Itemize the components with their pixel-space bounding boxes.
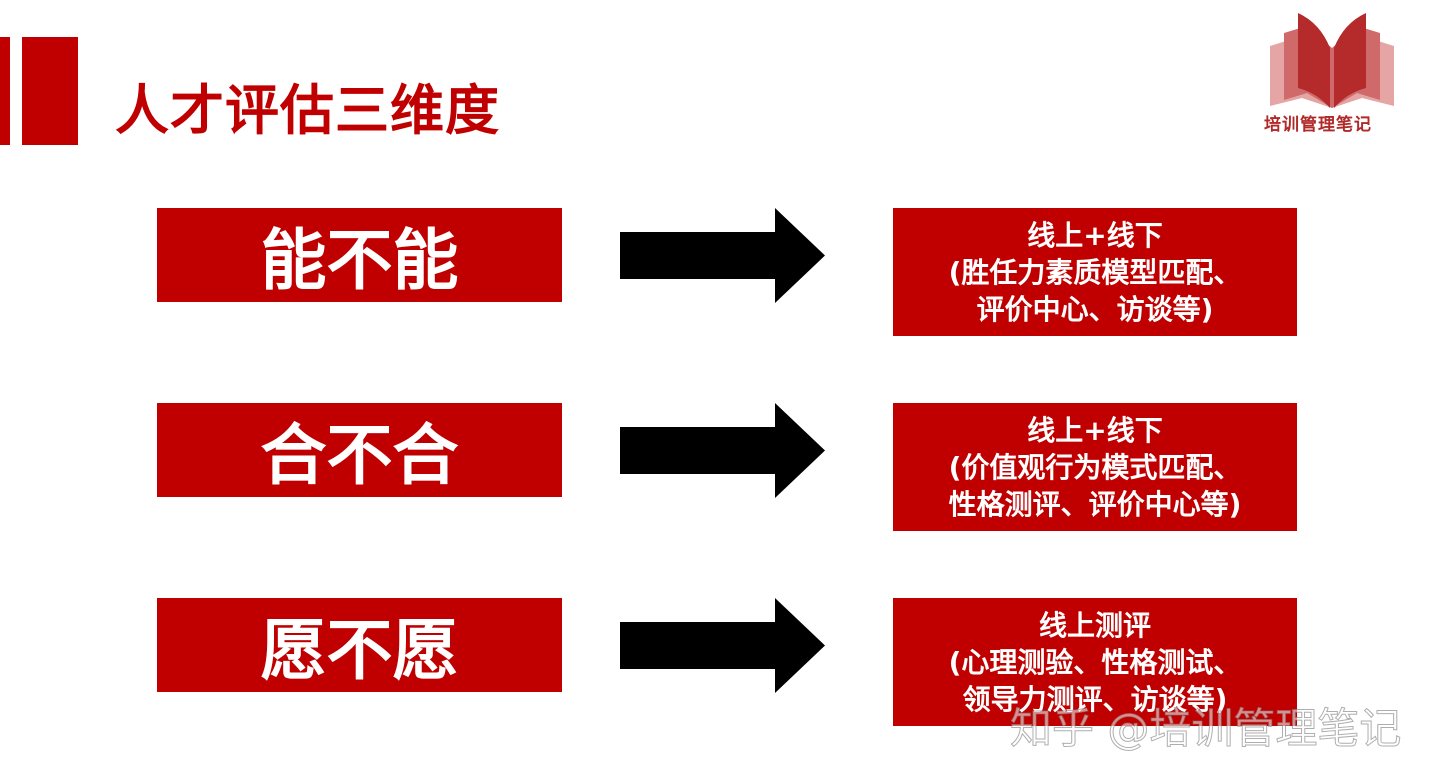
method-line: 评价中心、访谈等)	[976, 292, 1214, 326]
method-line: 线上+线下	[1027, 413, 1163, 447]
dimension-box: 合不合	[157, 403, 562, 497]
method-line: 性格测评、评价中心等)	[948, 487, 1242, 521]
dimension-box: 能不能	[157, 208, 562, 302]
title-accent-bar	[22, 37, 78, 145]
method-line: 线上+线下	[1027, 218, 1163, 252]
method-box: 线上测评 (心理测验、性格测试、 领导力测评、访谈等)	[893, 598, 1297, 726]
method-line: 线上测评	[1038, 608, 1151, 642]
page-title: 人才评估三维度	[115, 79, 500, 142]
dimension-box: 愿不愿	[157, 598, 562, 692]
book-logo-icon	[1270, 13, 1394, 108]
arrow-right-icon	[620, 598, 825, 693]
arrow-right-icon	[620, 403, 825, 498]
method-line: (胜任力素质模型匹配、	[948, 255, 1242, 289]
arrow-right-icon	[620, 208, 825, 303]
watermark: 知乎 @培训管理笔记	[1009, 704, 1402, 754]
method-box: 线上+线下 (价值观行为模式匹配、 性格测评、评价中心等)	[893, 403, 1297, 531]
method-line: (价值观行为模式匹配、	[948, 450, 1242, 484]
method-box: 线上+线下 (胜任力素质模型匹配、 评价中心、访谈等)	[893, 208, 1297, 336]
method-line: 领导力测评、访谈等)	[962, 682, 1228, 716]
logo-text: 培训管理笔记	[1264, 115, 1372, 135]
title-accent-bar-thin	[0, 37, 10, 145]
method-line: (心理测验、性格测试、	[948, 645, 1242, 679]
